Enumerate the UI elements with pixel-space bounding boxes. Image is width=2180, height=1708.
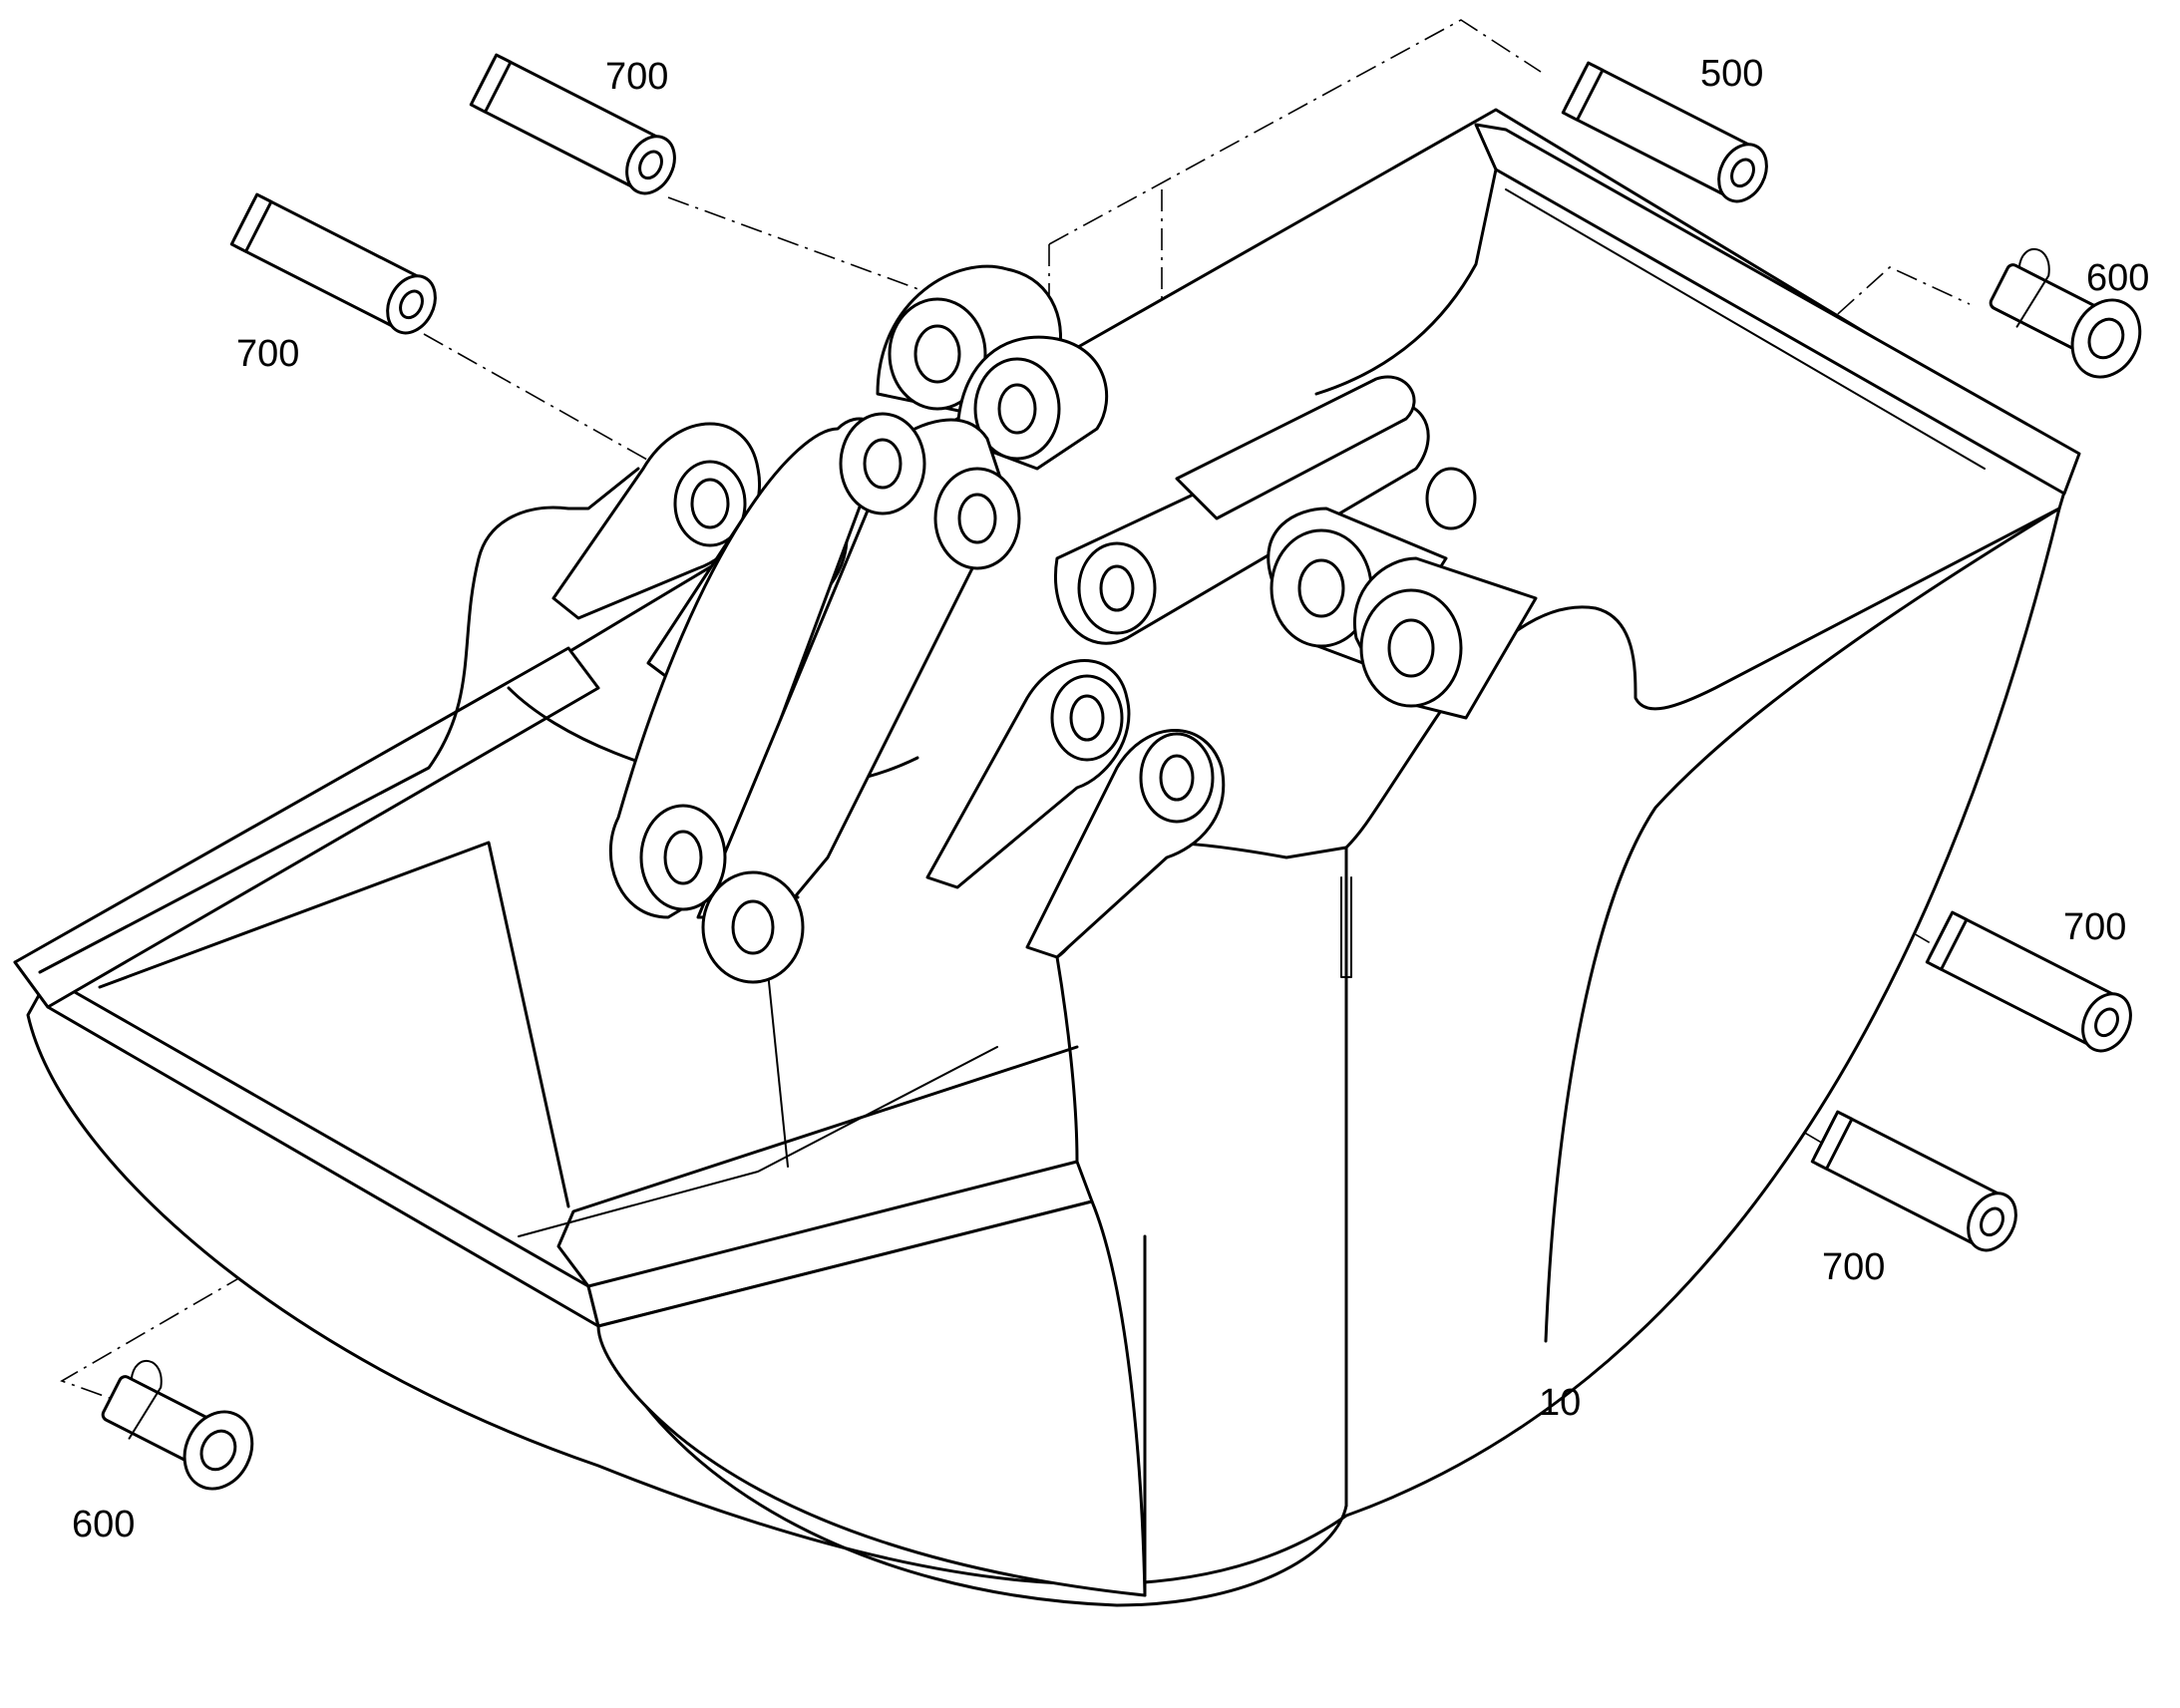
linkage-ears — [551, 264, 1538, 984]
callout-lock-pin-right: 600 — [2086, 257, 2150, 299]
callout-lock-pin-left: 600 — [72, 1504, 136, 1545]
pin-upper-left — [229, 192, 437, 335]
callout-pin-right-lower: 700 — [1822, 1246, 1886, 1288]
callout-pin-upper-left: 700 — [236, 333, 300, 375]
pin-right-lower — [1810, 1110, 2017, 1252]
pin-top-right — [1561, 61, 1768, 203]
callout-bucket: 10 — [1539, 1382, 1582, 1424]
lock-pin-left — [101, 1360, 254, 1491]
callout-pin-top-right: 500 — [1700, 53, 1764, 95]
pin-right-upper — [1925, 910, 2132, 1053]
pin-top-left — [469, 53, 676, 195]
callout-pin-right-upper: 700 — [2063, 906, 2127, 948]
callout-pin-top-left: 700 — [605, 56, 669, 98]
lock-pin-right — [1989, 248, 2142, 379]
bucket-icon — [13, 108, 2081, 1607]
